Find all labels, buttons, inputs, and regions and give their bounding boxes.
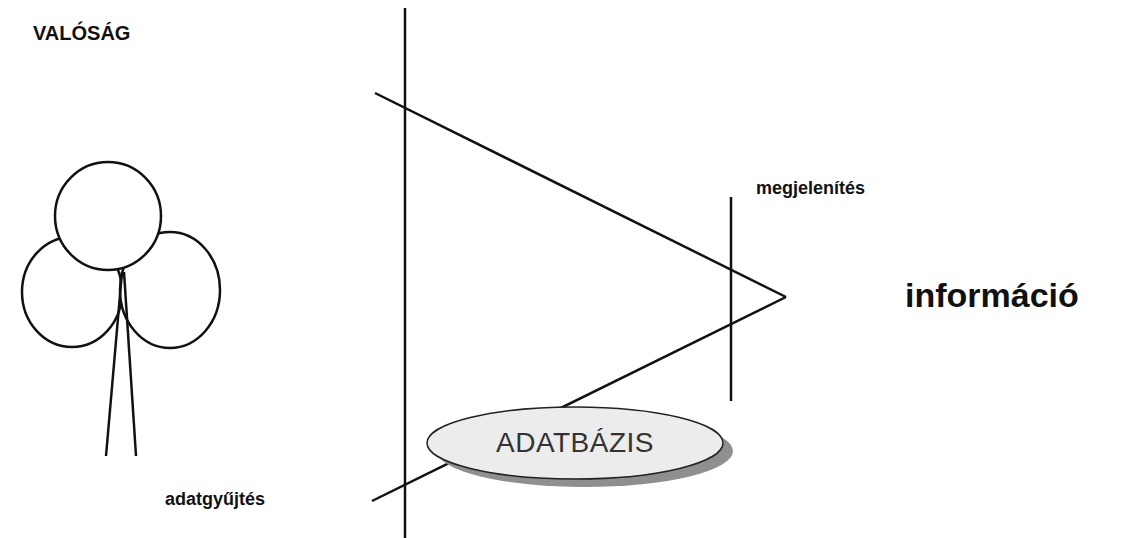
tree-crown-top <box>55 162 161 270</box>
tree-drawing <box>22 162 220 456</box>
collection-label: adatgyűjtés <box>165 489 265 510</box>
reality-label: VALÓSÁG <box>33 22 130 45</box>
tree-trunk <box>106 272 122 456</box>
information-label: információ <box>905 276 1079 315</box>
database-ellipse: ADATBÁZIS <box>425 405 725 481</box>
display-boundary <box>730 197 733 401</box>
display-label: megjelenítés <box>756 178 865 199</box>
funnel-line <box>372 297 786 501</box>
ellipse-fill <box>427 407 723 479</box>
reality-boundary <box>404 8 407 538</box>
node-text: ADATBÁZIS <box>496 427 654 459</box>
tree-trunk <box>124 272 136 456</box>
funnel-line <box>375 93 786 297</box>
